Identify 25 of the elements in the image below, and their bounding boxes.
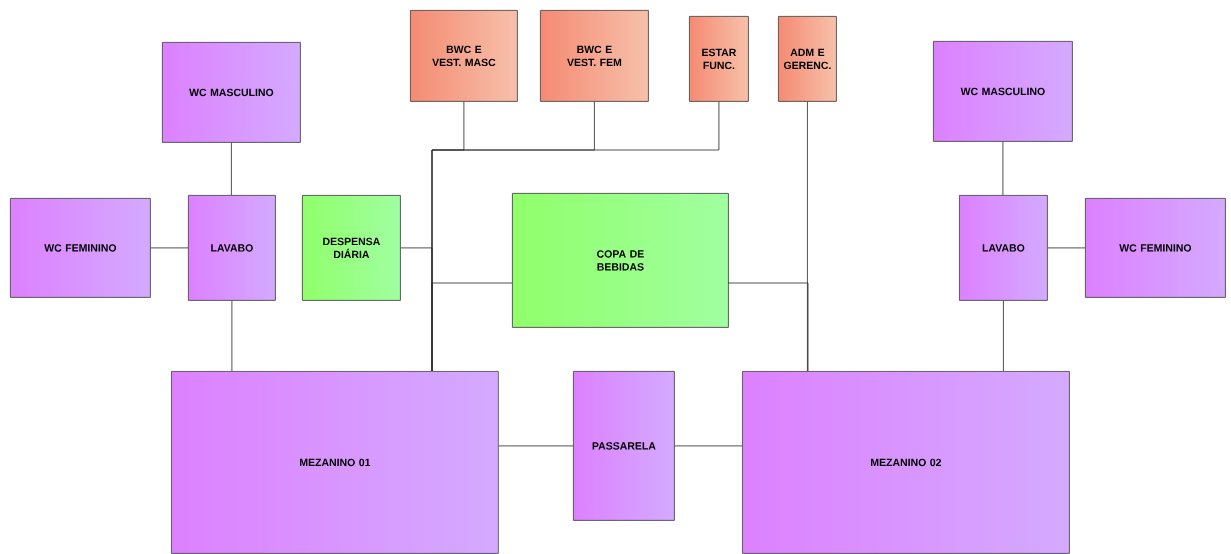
connector-line (231, 300, 233, 372)
room-box: PASSARELA (573, 371, 675, 521)
room-box: WC FEMININO (10, 198, 151, 298)
room-box: MEZANINO 01 (171, 371, 499, 554)
room-box: WC FEMININO (1085, 198, 1226, 298)
room-box: MEZANINO 02 (742, 371, 1070, 554)
connector-line (150, 247, 189, 249)
room-box: BWC E VEST. MASC (410, 10, 518, 102)
connector-line (1003, 300, 1004, 372)
room-box: LAVABO (959, 195, 1048, 301)
room-box: WC MASCULINO (162, 42, 301, 143)
room-box: BWC E VEST. FEM (540, 10, 649, 102)
connector-line (231, 142, 232, 196)
room-box: ADM E GERENC. (778, 16, 837, 102)
connector-line (1047, 247, 1086, 249)
connector-line (498, 445, 574, 447)
connector-line (727, 282, 809, 372)
room-box: ESTAR FUNC. (689, 16, 749, 102)
room-box: DESPENSA DIÁRIA (302, 195, 401, 301)
room-box: LAVABO (188, 195, 276, 301)
connector-line (1002, 141, 1004, 196)
connector-line (674, 445, 743, 447)
connector-line (431, 282, 513, 372)
room-box: COPA DE BEBIDAS (512, 193, 729, 328)
room-box: WC MASCULINO (933, 41, 1073, 142)
